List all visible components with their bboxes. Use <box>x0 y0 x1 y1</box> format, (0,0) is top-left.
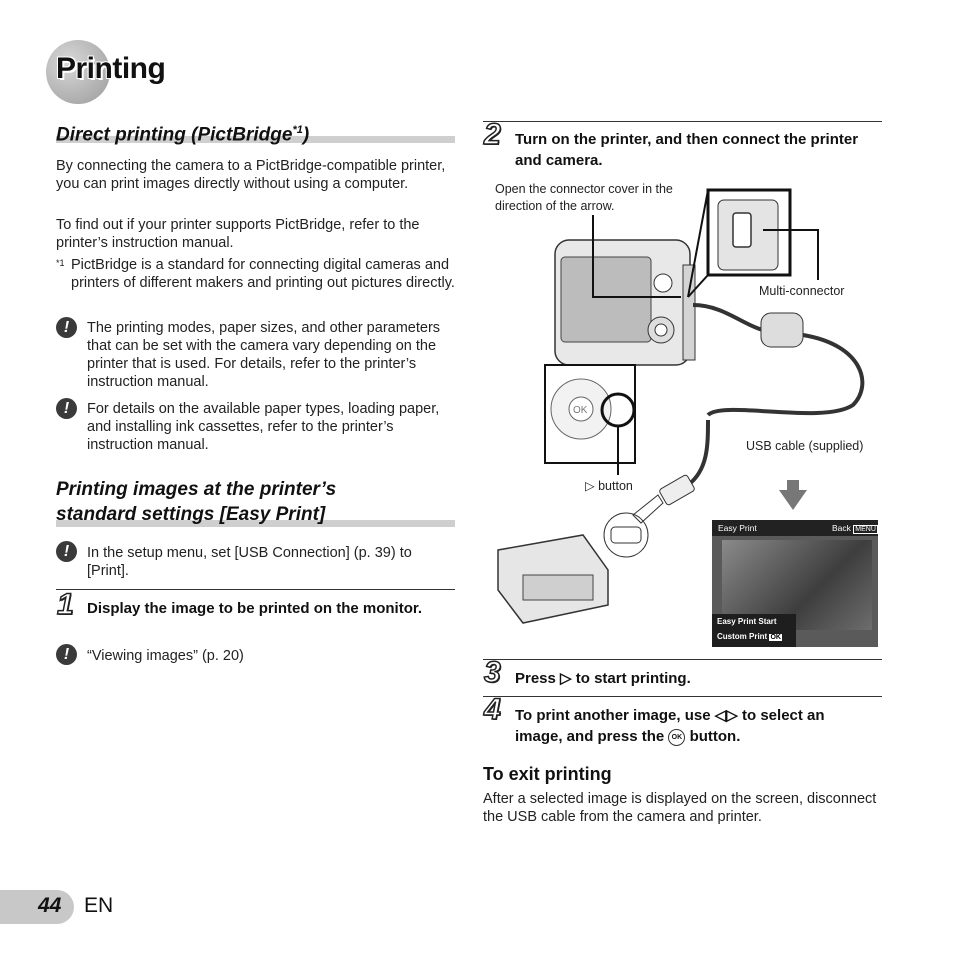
step-number-2: 2 <box>483 117 501 152</box>
step-number-1: 1 <box>56 587 74 622</box>
label-right-button: ▷ button <box>585 479 633 493</box>
right-arrow-icon: ▷ <box>560 670 572 687</box>
caution-text-modes: The printing modes, paper sizes, and oth… <box>87 320 441 390</box>
footnote-text: PictBridge is a standard for connecting … <box>71 257 455 291</box>
exit-text: After a selected image is displayed on t… <box>483 791 877 825</box>
label-usb-cable: USB cable (supplied) <box>746 439 864 453</box>
step-4-text: To print another image, use ◁▷ to select… <box>515 707 825 746</box>
caution-text-usb: In the setup menu, set [USB Connection] … <box>87 545 412 579</box>
section-heading-bar <box>56 520 455 527</box>
label-multi-connector: Multi-connector <box>759 284 845 298</box>
title-decoration-circle <box>46 40 110 104</box>
paragraph-check-printer: To find out if your printer supports Pic… <box>56 217 420 251</box>
divider <box>483 696 882 697</box>
footnote-mark: *1 <box>56 258 65 268</box>
step-number-3: 3 <box>483 655 501 690</box>
printer-illustration <box>497 512 649 624</box>
divider <box>483 659 882 660</box>
camera-screen-preview: Easy Print Back MENU Easy Print Start Cu… <box>712 520 878 647</box>
svg-text:OK: OK <box>573 405 588 416</box>
usb-cable <box>632 303 865 524</box>
multi-connector-inset <box>687 188 819 298</box>
caution-icon: ! <box>56 398 77 419</box>
screen-title: Easy Print <box>718 523 757 533</box>
screen-back: Back MENU <box>832 523 878 534</box>
right-arrow-icon: ▷ <box>585 479 595 493</box>
left-right-arrows-icon: ◁▷ <box>714 707 738 724</box>
arrow-down-icon <box>779 490 807 510</box>
section-heading-bar <box>56 136 455 143</box>
ok-button-icon: OK <box>668 728 686 746</box>
divider <box>56 589 455 590</box>
connection-illustration: OK <box>497 188 865 624</box>
step-3-text: Press ▷ to start printing. <box>515 670 691 687</box>
step-number-4: 4 <box>483 692 501 727</box>
step-1-note: “Viewing images” (p. 20) <box>87 648 244 664</box>
page-number-box <box>0 890 74 924</box>
screen-easy-print-start: Easy Print Start <box>717 617 777 626</box>
exit-heading: To exit printing <box>483 764 612 784</box>
section-heading-direct-printing: Direct printing (PictBridge*1) <box>56 124 310 146</box>
caution-text-paper: For details on the available paper types… <box>87 401 440 453</box>
section-heading-easy-print: Printing images at the printer’s standar… <box>56 479 337 525</box>
divider <box>483 121 882 122</box>
step-2-text: Turn on the printer, and then connect th… <box>515 131 859 169</box>
button-inset: OK <box>544 364 636 475</box>
step-1-text: Display the image to be printed on the m… <box>87 600 423 617</box>
language-label: EN <box>84 894 114 917</box>
label-connector-cover: Open the connector cover in the directio… <box>495 182 673 213</box>
screen-custom-print: Custom Print OK <box>717 632 782 641</box>
camera-illustration <box>554 239 696 366</box>
paragraph-intro: By connecting the camera to a PictBridge… <box>56 158 446 192</box>
caution-icon: ! <box>56 541 77 562</box>
caution-icon: ! <box>56 317 77 338</box>
page-number: 44 <box>38 894 62 917</box>
page-title: Printing <box>56 52 166 85</box>
caution-icon: ! <box>56 644 77 665</box>
